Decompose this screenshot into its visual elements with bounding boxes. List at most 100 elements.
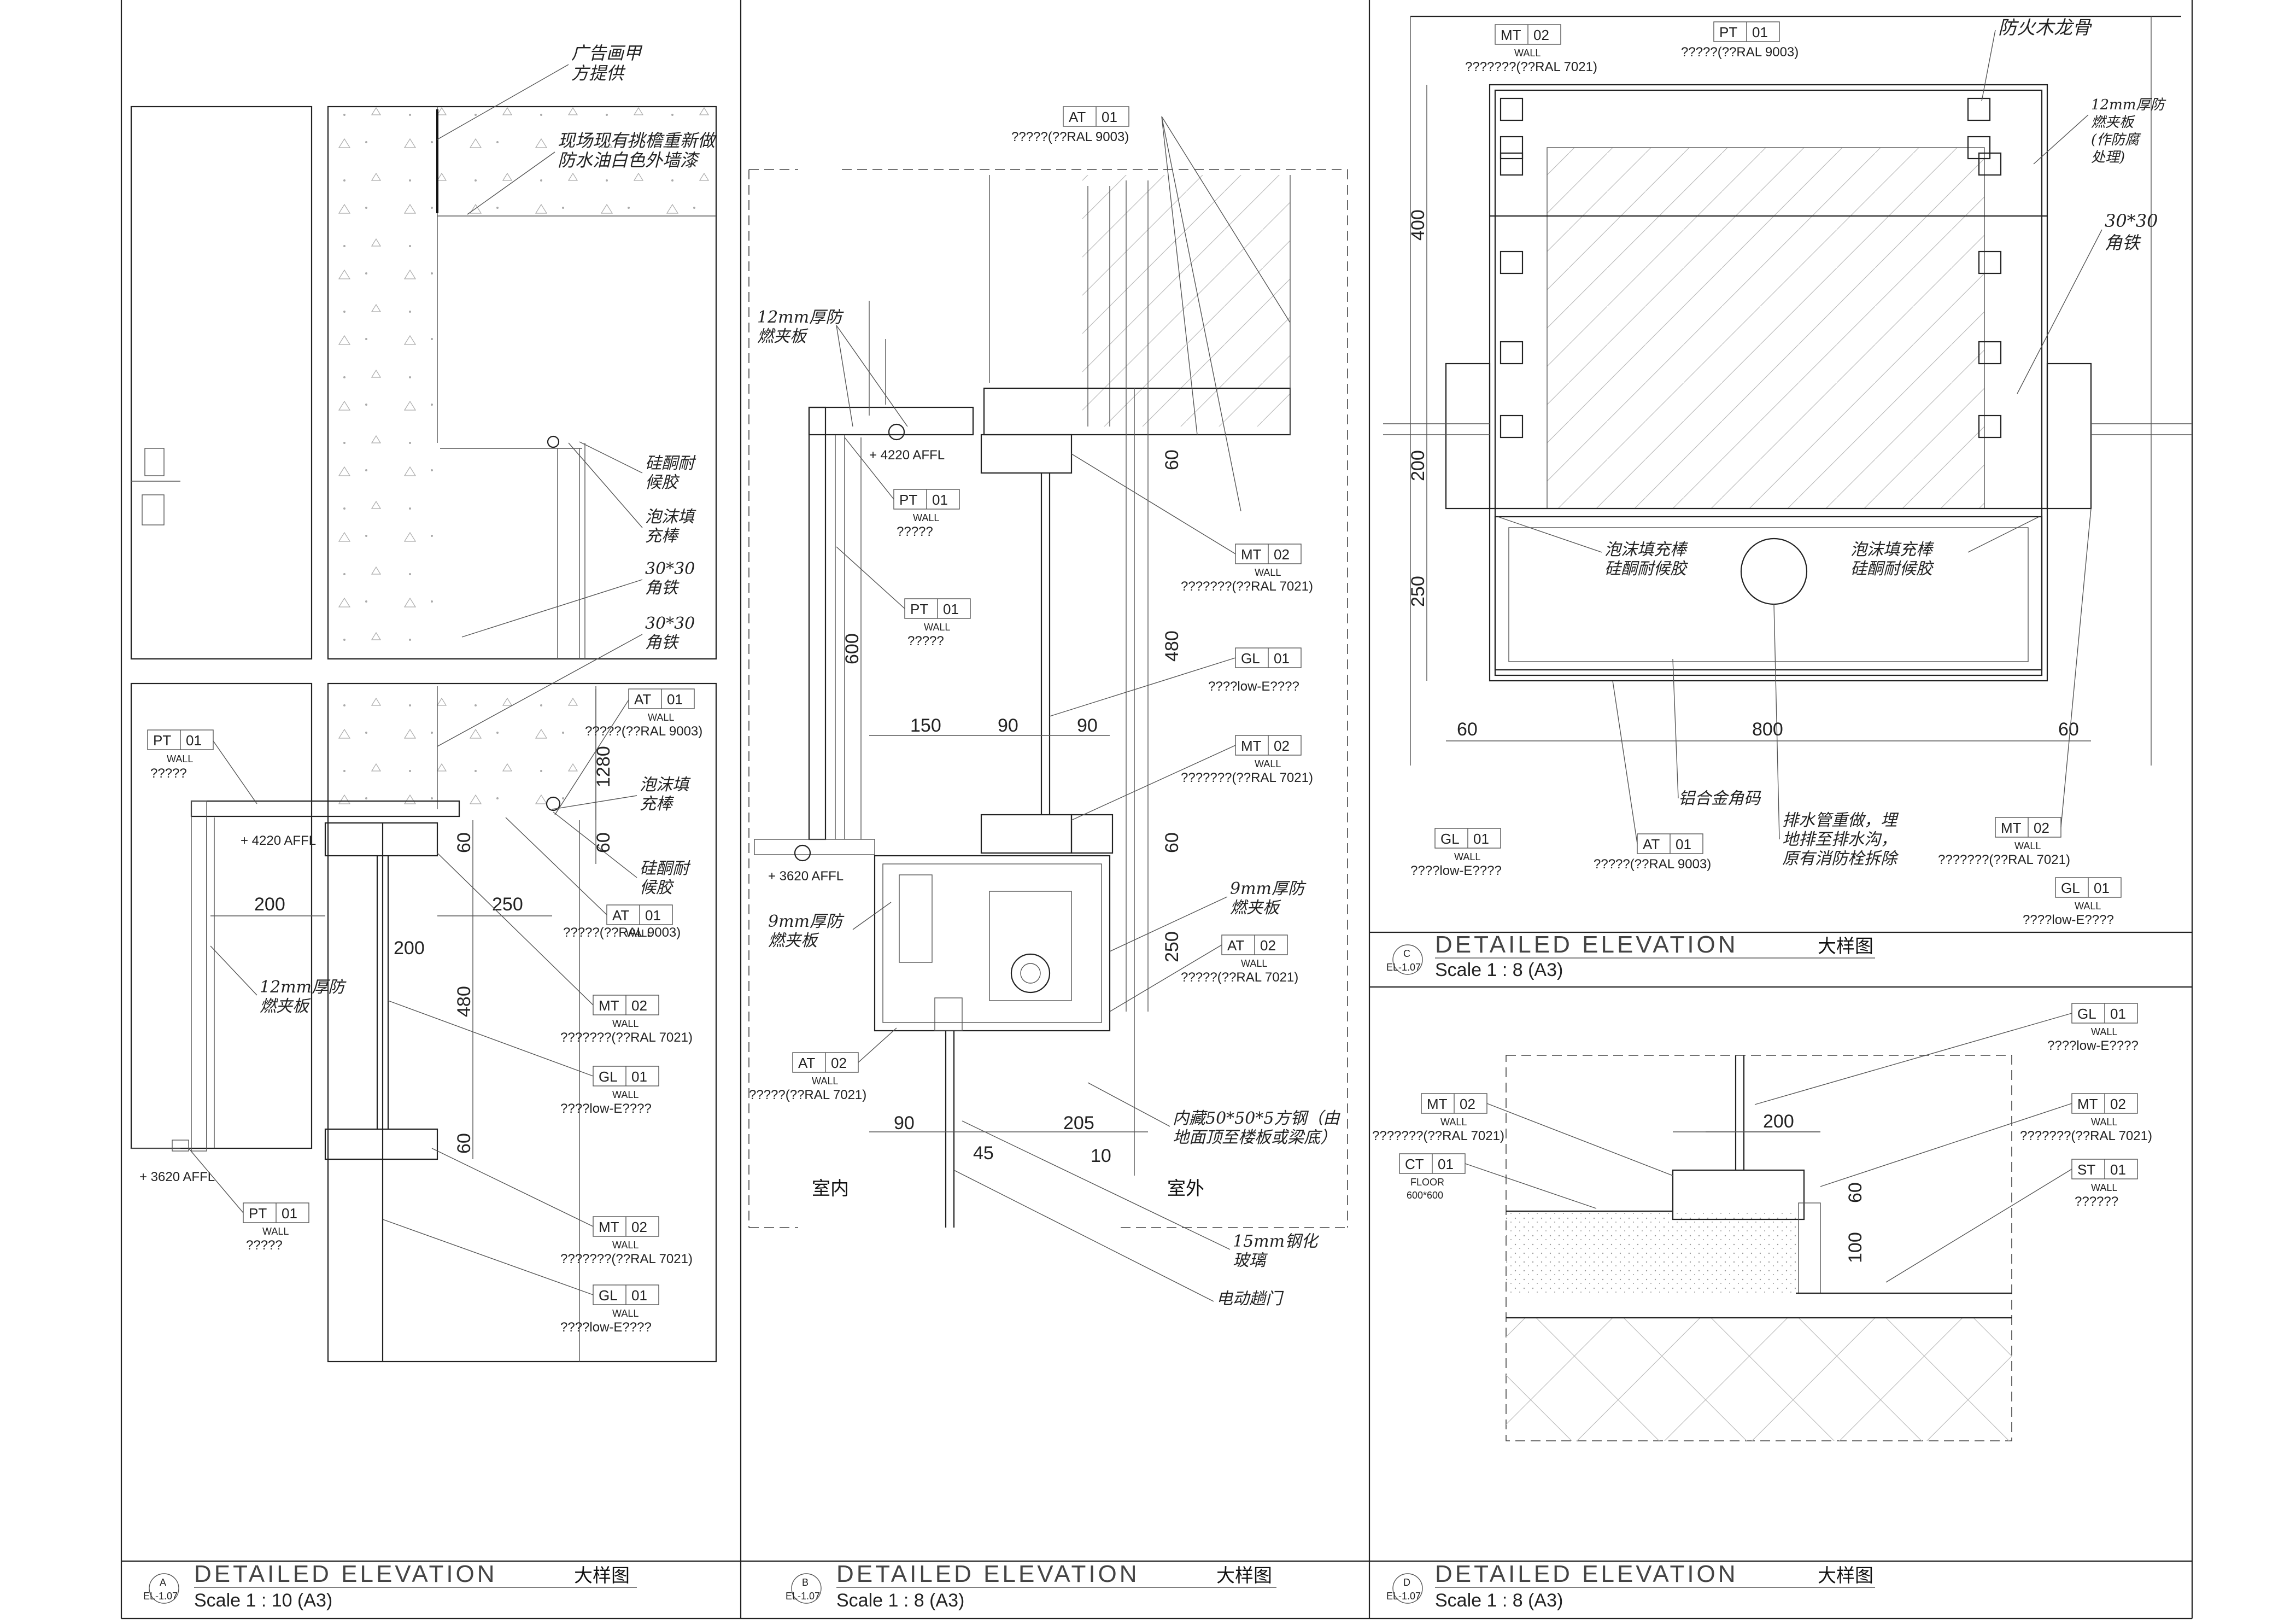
svg-text:GL: GL — [599, 1068, 618, 1085]
svg-text:?????: ????? — [897, 524, 933, 539]
svg-text:候胶: 候胶 — [640, 878, 675, 897]
note-c-board: 12mm厚防 — [2091, 97, 2166, 113]
svg-text:01: 01 — [1274, 650, 1290, 667]
sheet-frames — [120, 0, 2193, 1620]
view-c-dimensions: 400 200 250 60 800 60 — [1408, 85, 2091, 741]
tag-b-mt02-lower: MT 02 WALL ???????(??RAL 7021) — [1071, 735, 1313, 821]
svg-text:?????(??RAL 9003): ?????(??RAL 9003) — [563, 925, 681, 940]
svg-text:MT: MT — [1241, 738, 1262, 754]
svg-text:01: 01 — [2094, 880, 2110, 896]
svg-text:PT: PT — [249, 1205, 267, 1222]
svg-text:WALL: WALL — [1454, 851, 1480, 862]
tag-c-mt02-right: MT 02 WALL ???????(??RAL 7021) — [1938, 508, 2092, 867]
svg-text:WALL: WALL — [167, 753, 193, 764]
svg-text:60: 60 — [1457, 719, 1478, 740]
svg-text:WALL: WALL — [2075, 901, 2101, 912]
tag-b-at01: AT 01 ?????(??RAL 9003) — [1011, 106, 1291, 512]
tag-b-pt01-lower: PT 01 WALL ????? — [836, 546, 971, 649]
svg-text:600*600: 600*600 — [1407, 1190, 1443, 1201]
svg-text:60: 60 — [593, 832, 614, 853]
svg-text:处理): 处理) — [2091, 149, 2125, 166]
svg-text:AT: AT — [612, 907, 629, 924]
svg-text:200: 200 — [1763, 1111, 1794, 1132]
note-foam-bottom: 泡沫填 — [640, 775, 691, 795]
svg-text:WALL: WALL — [612, 1308, 639, 1319]
view-a-detail — [130, 106, 717, 1363]
svg-text:WALL: WALL — [2091, 1117, 2117, 1128]
level-b-3620: + 3620 AFFL — [768, 869, 844, 884]
svg-text:02: 02 — [2034, 820, 2049, 836]
svg-text:60: 60 — [454, 832, 475, 853]
svg-text:燃夹板: 燃夹板 — [1230, 898, 1281, 918]
svg-text:800: 800 — [1752, 719, 1783, 740]
svg-text:01: 01 — [631, 1287, 647, 1304]
svg-text:WALL: WALL — [2014, 840, 2041, 851]
svg-text:GL: GL — [1440, 831, 1460, 847]
label-inside: 室内 — [812, 1178, 849, 1200]
svg-text:B: B — [802, 1577, 809, 1588]
svg-text:硅酮耐候胶: 硅酮耐候胶 — [1604, 559, 1689, 579]
svg-text:角铁: 角铁 — [645, 579, 680, 598]
svg-text:C: C — [1403, 948, 1410, 959]
svg-text:WALL: WALL — [612, 1240, 639, 1251]
title-block-b: B EL-1.07 DETAILED ELEVATION 大样图 Scale 1… — [786, 1561, 1276, 1611]
svg-text:GL: GL — [1241, 650, 1260, 667]
title-block-a: A EL-1.07 DETAILED ELEVATION 大样图 Scale 1… — [143, 1561, 637, 1611]
svg-text:01: 01 — [2110, 1161, 2126, 1178]
svg-text:角铁: 角铁 — [2105, 232, 2142, 253]
note-board-12mm: 12mm厚防 — [260, 978, 347, 997]
level-3620: + 3620 AFFL — [139, 1170, 215, 1184]
svg-text:地排至排水沟，: 地排至排水沟， — [1782, 830, 1897, 849]
svg-text:01: 01 — [645, 907, 661, 924]
svg-text:MT: MT — [1241, 546, 1262, 563]
tag-a-at01-upper: AT 01 WALL ?????(??RAL 9003) — [554, 688, 702, 815]
svg-text:200: 200 — [1408, 450, 1428, 481]
svg-text:CT: CT — [1405, 1156, 1424, 1172]
note-b-glass: 15mm钢化 — [1233, 1232, 1320, 1251]
label-outside: 室外 — [1167, 1178, 1204, 1200]
tag-a-pt01-lower: PT 01 WALL ????? — [188, 1148, 309, 1253]
svg-text:玻璃: 玻璃 — [1233, 1251, 1268, 1270]
tag-d-mt02-right: MT 02 WALL ???????(??RAL 7021) — [1820, 1093, 2152, 1187]
level-4220: + 4220 AFFL — [241, 833, 316, 848]
svg-text:???????(??RAL 7021): ???????(??RAL 7021) — [560, 1252, 693, 1266]
svg-text:A: A — [160, 1577, 166, 1588]
svg-text:???????(??RAL 7021): ???????(??RAL 7021) — [1181, 579, 1313, 594]
svg-text:PT: PT — [899, 492, 917, 508]
svg-text:大样图: 大样图 — [1216, 1565, 1272, 1587]
svg-text:?????: ????? — [907, 634, 944, 649]
svg-text:90: 90 — [894, 1113, 915, 1134]
svg-text:EL-1.07: EL-1.07 — [143, 1591, 178, 1602]
note-c-drain: 排水管重做，埋 — [1782, 811, 1899, 830]
svg-text:角铁: 角铁 — [645, 633, 680, 652]
svg-text:PT: PT — [910, 601, 928, 617]
svg-text:250: 250 — [1408, 576, 1428, 607]
svg-text:100: 100 — [1845, 1232, 1866, 1263]
svg-text:????low-E????: ????low-E???? — [1410, 863, 1502, 878]
view-a-dimensions: 200 250 200 60 480 60 1280 60 — [210, 689, 614, 1159]
view-a-notes: 广告画甲 方提供 现场现有挑檐重新做 防水油白色外墙漆 硅酮耐 候胶 泡沫填 充… — [139, 43, 717, 1335]
svg-text:MT: MT — [1427, 1096, 1448, 1112]
svg-text:WALL: WALL — [262, 1226, 289, 1237]
tag-d-ct01: CT 01 FLOOR 600*600 — [1399, 1153, 1597, 1209]
svg-text:???????(??RAL 7021): ???????(??RAL 7021) — [2020, 1129, 2152, 1143]
svg-text:10: 10 — [1091, 1146, 1111, 1166]
tag-a-gl01-upper: GL 01 WALL ????low-E???? — [388, 1000, 659, 1116]
svg-text:方提供: 方提供 — [571, 63, 626, 84]
svg-text:EL-1.07: EL-1.07 — [1386, 962, 1421, 973]
svg-text:01: 01 — [667, 691, 683, 708]
svg-text:MT: MT — [2077, 1096, 2098, 1112]
svg-text:???????(??RAL 7021): ???????(??RAL 7021) — [1372, 1129, 1504, 1143]
svg-text:????low-E????: ????low-E???? — [560, 1320, 652, 1335]
svg-text:01: 01 — [186, 732, 202, 749]
svg-text:????low-E????: ????low-E???? — [560, 1101, 652, 1116]
note-c-right-seal: 泡沫填充棒 — [1850, 540, 1935, 559]
tag-b-mt02-upper: MT 02 WALL ???????(??RAL 7021) — [1071, 453, 1313, 594]
svg-text:1280: 1280 — [593, 746, 614, 787]
tag-a-pt01-upper: PT 01 WALL ????? — [147, 729, 257, 804]
svg-text:480: 480 — [454, 986, 475, 1017]
svg-text:400: 400 — [1408, 209, 1428, 241]
svg-text:?????(??RAL 7021): ?????(??RAL 7021) — [749, 1088, 866, 1102]
svg-text:02: 02 — [631, 1219, 647, 1235]
title-block-c: C EL-1.07 DETAILED ELEVATION 大样图 Scale 1… — [1386, 931, 1875, 980]
